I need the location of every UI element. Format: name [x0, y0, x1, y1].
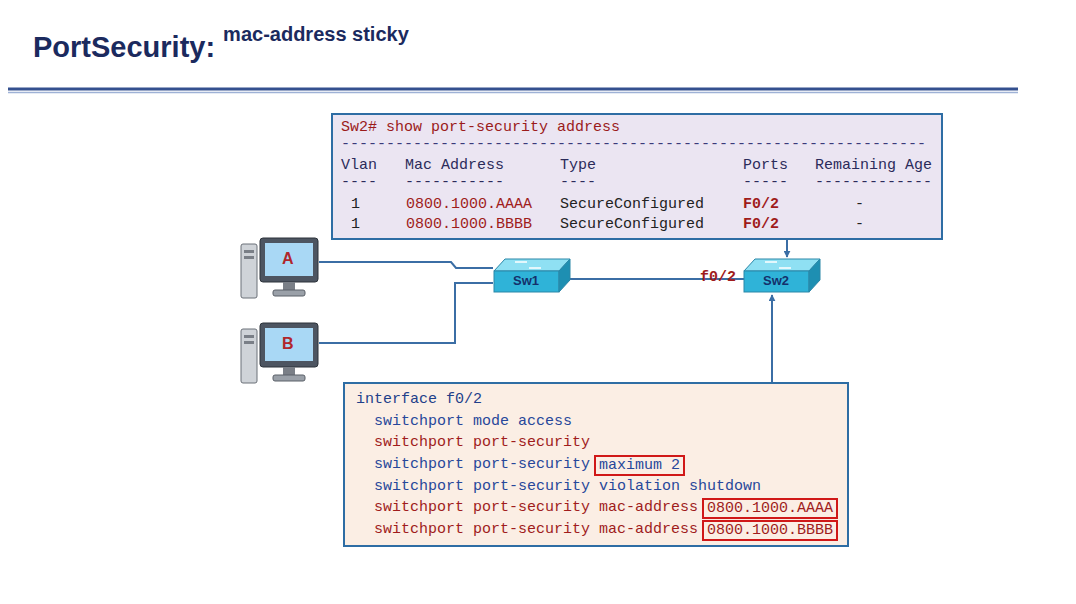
cli-text: Ports: [743, 157, 788, 175]
cli-text: -: [855, 216, 864, 234]
title-rule-shadow: [8, 92, 1018, 94]
port-label: f0/2: [700, 269, 736, 287]
config-line: switchport port-security: [374, 456, 590, 474]
config-line: switchport port-security mac-address: [374, 521, 698, 539]
highlighted-value: 0800.1000.AAAA: [702, 498, 838, 519]
slide-subtitle: mac-address sticky: [223, 25, 409, 43]
host-letter: B: [282, 335, 294, 353]
pc-illustration: [240, 321, 320, 385]
cli-text: 0800.1000.BBBB: [406, 216, 532, 234]
cli-text: Sw2# show port-security address: [341, 119, 620, 137]
cli-output-panel: Sw2# show port-security address---------…: [331, 113, 943, 240]
cli-text: F0/2: [743, 216, 779, 234]
cli-text: 1: [351, 196, 360, 214]
cli-text: Type: [560, 157, 596, 175]
config-line: switchport port-security: [374, 434, 590, 452]
cli-text: SecureConfigured: [560, 196, 704, 214]
pointer-arrow: [771, 295, 773, 382]
pc-host: A: [240, 236, 320, 300]
cli-text: ----: [560, 174, 596, 192]
cli-text: Remaining Age: [815, 157, 932, 175]
switch-name: Sw1: [513, 272, 539, 290]
cli-text: Mac Address: [405, 157, 504, 175]
highlighted-value: 0800.1000.BBBB: [702, 520, 838, 541]
cli-text: Vlan: [341, 157, 377, 175]
cli-text: ----------------------------------------…: [341, 136, 926, 154]
network-link: [319, 283, 493, 343]
config-panel: interface f0/2 switchport mode access swit…: [343, 382, 849, 547]
cli-text: ----: [341, 174, 377, 192]
cli-text: -----------: [405, 174, 504, 192]
network-link: [319, 262, 493, 268]
cli-text: -------------: [815, 174, 932, 192]
switch-icon: Sw1: [493, 258, 571, 294]
config-line: interface f0/2: [356, 391, 482, 409]
highlighted-value: maximum 2: [594, 455, 685, 476]
switch-icon: Sw2: [743, 258, 821, 294]
cli-text: F0/2: [743, 196, 779, 214]
cli-text: 0800.1000.AAAA: [406, 196, 532, 214]
slide-title: PortSecurity:: [33, 30, 215, 64]
title-rule: [8, 88, 1018, 91]
host-letter: A: [282, 250, 294, 268]
cli-text: SecureConfigured: [560, 216, 704, 234]
config-line: switchport mode access: [374, 413, 572, 431]
switch-name: Sw2: [763, 272, 789, 290]
config-line: switchport port-security violation shutd…: [374, 478, 761, 496]
config-line: switchport port-security mac-address: [374, 499, 698, 517]
cli-text: 1: [351, 216, 360, 234]
cli-text: -----: [743, 174, 788, 192]
pc-illustration: [240, 236, 320, 300]
cli-text: -: [855, 196, 864, 214]
pc-host: B: [240, 321, 320, 385]
pointer-arrow: [786, 240, 788, 257]
